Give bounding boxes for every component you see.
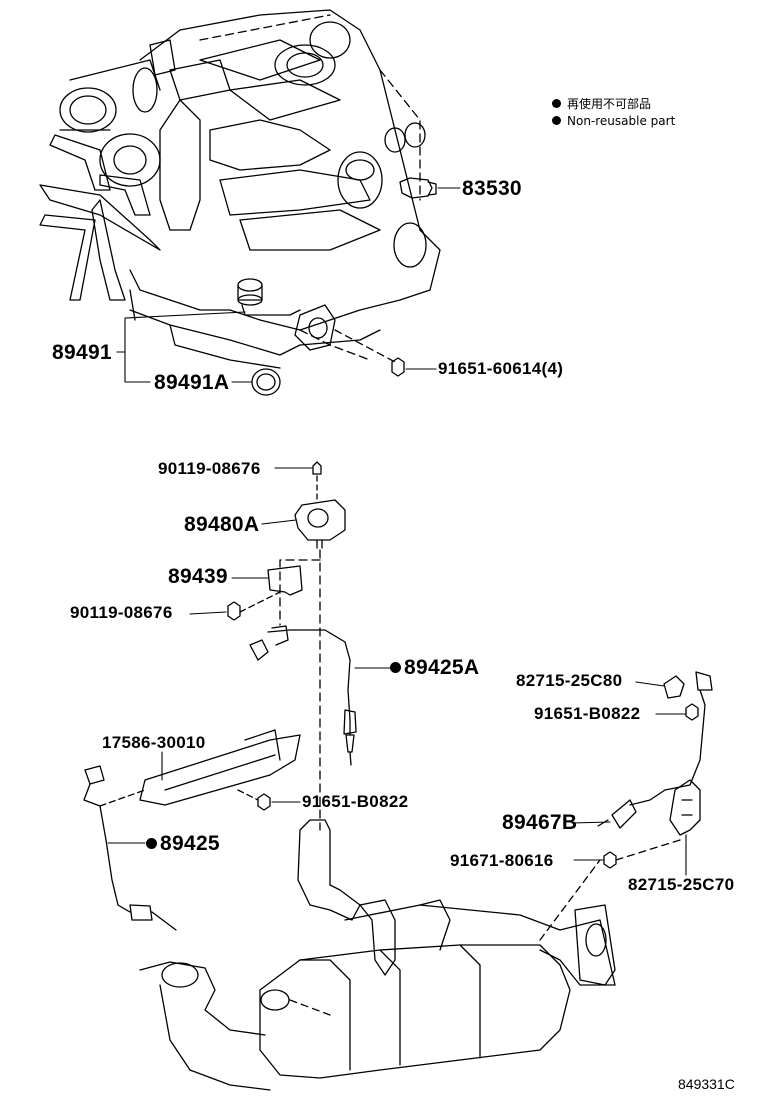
legend-label-en: Non-reusable part: [567, 114, 676, 128]
callout-89425A: 89425A: [390, 657, 479, 678]
legend-item-en: Non-reusable part: [552, 113, 675, 130]
bullet-icon: [552, 116, 561, 125]
legend: 再使用不可部品 Non-reusable part: [552, 96, 675, 130]
callout-89467B: 89467B: [502, 811, 578, 834]
callout-91651-B0822-mid: 91651-B0822: [302, 792, 409, 811]
callout-83530: 83530: [462, 177, 522, 200]
callout-89491: 89491: [52, 341, 112, 364]
figure-id: 849331C: [678, 1076, 735, 1092]
callout-89480A: 89480A: [184, 513, 260, 536]
non-reusable-bullet-icon: [390, 662, 401, 673]
callout-82715-25C80: 82715-25C80: [516, 671, 623, 690]
callout-91651-B0822-right: 91651-B0822: [534, 704, 641, 723]
leader-lines: [107, 187, 687, 876]
legend-item-jp: 再使用不可部品: [552, 96, 675, 113]
exhaust-assembly: [83, 461, 713, 1091]
engine-illustration: [39, 9, 441, 396]
non-reusable-bullet-icon: [146, 838, 157, 849]
callout-91651-60614: 91651-60614(4): [438, 359, 564, 378]
callout-82715-25C70: 82715-25C70: [628, 875, 735, 894]
callout-17586-30010: 17586-30010: [102, 733, 206, 752]
callout-89425-label: 89425: [160, 832, 220, 855]
legend-label-jp: 再使用不可部品: [567, 97, 652, 111]
bullet-icon: [552, 99, 561, 108]
callout-90119-08676-mid: 90119-08676: [70, 603, 173, 622]
callout-89425: 89425: [146, 833, 220, 854]
callout-89491A: 89491A: [154, 371, 230, 394]
callout-90119-08676-top: 90119-08676: [158, 459, 261, 478]
callout-91671-80616: 91671-80616: [450, 851, 554, 870]
callout-89425A-label: 89425A: [404, 656, 480, 679]
callout-89439: 89439: [168, 565, 228, 588]
